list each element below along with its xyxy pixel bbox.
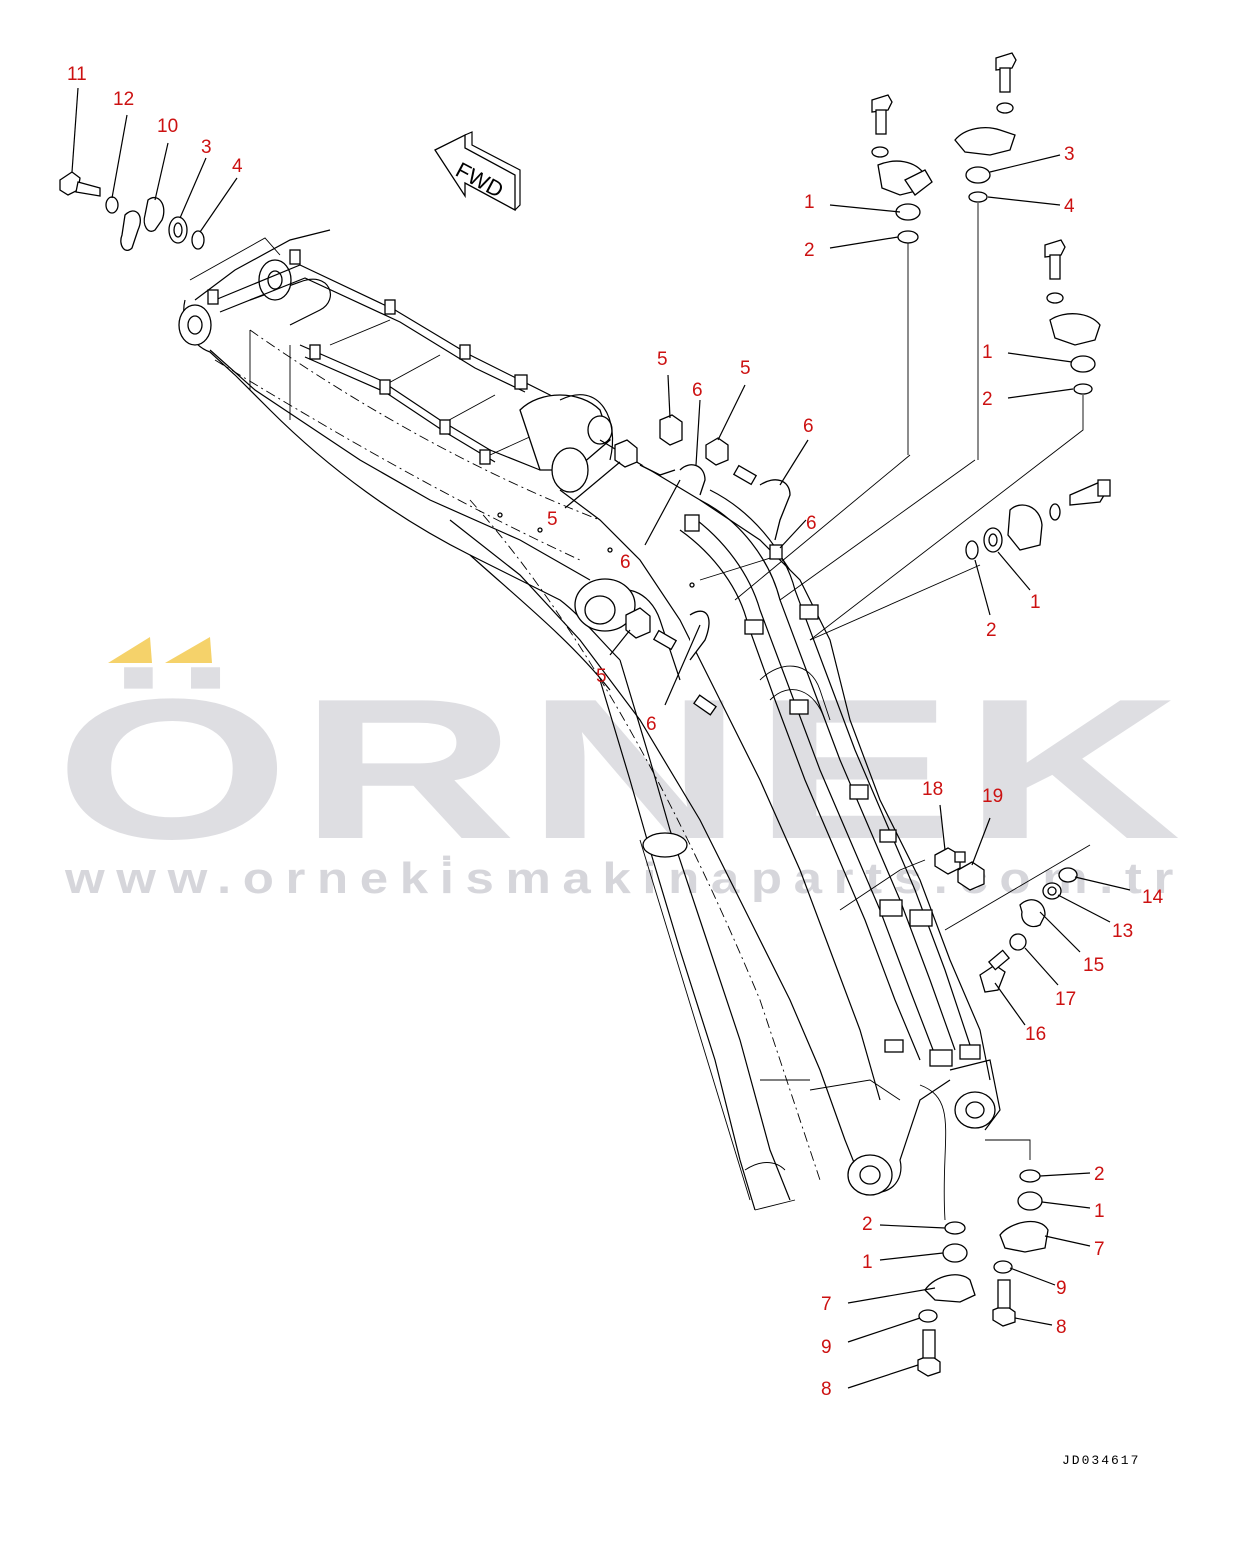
callout-2: 2 bbox=[862, 1214, 873, 1235]
callout-10: 10 bbox=[157, 116, 178, 137]
fwd-direction-arrow: FWD bbox=[434, 131, 521, 212]
cylinder-head bbox=[551, 447, 589, 493]
callout-6: 6 bbox=[646, 714, 657, 735]
callout-9: 9 bbox=[821, 1337, 832, 1358]
flange-ring-kit-c bbox=[1070, 355, 1096, 373]
elbow-part-6-a bbox=[679, 464, 706, 496]
callout-15: 15 bbox=[1083, 955, 1104, 976]
nut-part-5-b bbox=[705, 437, 729, 466]
callout-5: 5 bbox=[547, 509, 558, 530]
callout-9: 9 bbox=[1056, 1278, 1067, 1299]
callout-6: 6 bbox=[803, 416, 814, 437]
split-flange-part-10 bbox=[120, 210, 141, 251]
fitting-part-18 bbox=[934, 847, 961, 875]
drawing-id: JD034617 bbox=[1062, 1453, 1140, 1468]
split-flange-bottom-right bbox=[999, 1220, 1049, 1253]
flange-ring-bottom-left bbox=[942, 1243, 968, 1263]
watermark-accent-right bbox=[165, 637, 212, 663]
callout-1: 1 bbox=[1030, 592, 1041, 613]
flange-ring-bottom-right bbox=[1017, 1191, 1043, 1211]
watermark: ÖRNEK www.orneki̇smakinaparts.com.tr bbox=[55, 637, 1190, 903]
callout-18: 18 bbox=[922, 779, 943, 800]
callout-1: 1 bbox=[804, 192, 815, 213]
washer-part-12 bbox=[105, 196, 119, 214]
kit-bottom bbox=[917, 1169, 1049, 1377]
watermark-url: www.orneki̇smakinaparts.com.tr bbox=[64, 854, 1185, 903]
callout-16: 16 bbox=[1025, 1024, 1046, 1045]
watermark-brand: ÖRNEK bbox=[55, 658, 1190, 881]
callout-7: 7 bbox=[821, 1294, 832, 1315]
o-ring-bottom-left bbox=[944, 1221, 966, 1235]
nut-part-5-a bbox=[659, 414, 683, 446]
washer-bottom-right bbox=[993, 1260, 1013, 1274]
split-flange-bottom-left bbox=[924, 1274, 976, 1303]
boom-assembly bbox=[178, 229, 1091, 1221]
o-ring-part-14 bbox=[1058, 867, 1078, 883]
split-flange-part-15 bbox=[1019, 899, 1046, 928]
bolt-part-16 bbox=[979, 964, 1006, 993]
callout-6: 6 bbox=[806, 513, 817, 534]
callout-6: 6 bbox=[620, 552, 631, 573]
fitting-part-19 bbox=[957, 861, 985, 891]
callout-numbers: 11 12 10 3 4 1 2 3 4 1 2 5 6 5 6 6 5 6 5… bbox=[67, 64, 1164, 1400]
callout-5: 5 bbox=[596, 666, 607, 687]
watermark-accent-left bbox=[108, 637, 152, 663]
callout-8: 8 bbox=[821, 1379, 832, 1400]
washer-part-17 bbox=[1009, 933, 1027, 951]
o-ring-kit-b bbox=[968, 191, 988, 203]
callout-1: 1 bbox=[982, 342, 993, 363]
callout-6: 6 bbox=[692, 380, 703, 401]
callout-19: 19 bbox=[982, 786, 1003, 807]
kit-top-right bbox=[809, 52, 1111, 641]
o-ring-kit-a bbox=[897, 230, 919, 244]
callout-1: 1 bbox=[862, 1252, 873, 1273]
callout-3: 3 bbox=[1064, 144, 1075, 165]
washer-bottom-left bbox=[918, 1309, 938, 1323]
o-ring-kit-c bbox=[1073, 383, 1093, 395]
callout-2: 2 bbox=[986, 620, 997, 641]
callout-4: 4 bbox=[232, 156, 243, 177]
callout-11: 11 bbox=[67, 64, 87, 85]
elbow-part-6-b bbox=[759, 479, 791, 541]
elbow-part-6-d bbox=[689, 610, 710, 661]
o-ring-part-4 bbox=[191, 230, 205, 250]
elbow-part-6-c bbox=[639, 464, 676, 476]
callout-14: 14 bbox=[1142, 887, 1164, 908]
callout-17: 17 bbox=[1055, 989, 1076, 1010]
callout-2: 2 bbox=[982, 389, 993, 410]
callout-5: 5 bbox=[740, 358, 751, 379]
nut-part-5-d bbox=[625, 607, 651, 639]
callout-5: 5 bbox=[657, 349, 668, 370]
callout-13: 13 bbox=[1112, 921, 1133, 942]
flange-ring-kit-b bbox=[965, 166, 991, 184]
o-ring-bottom-right bbox=[1019, 1169, 1041, 1183]
callout-1: 1 bbox=[1094, 1201, 1105, 1222]
callout-12: 12 bbox=[113, 89, 134, 110]
callout-7: 7 bbox=[1094, 1239, 1105, 1260]
callout-4: 4 bbox=[1064, 196, 1075, 217]
leader-lines bbox=[71, 87, 1131, 1389]
kit-arm-end bbox=[59, 171, 281, 281]
o-ring-kit-d bbox=[965, 540, 979, 560]
callout-3: 3 bbox=[201, 137, 212, 158]
bolt-kit-a bbox=[871, 94, 893, 113]
callout-2: 2 bbox=[1094, 1164, 1105, 1185]
fittings-center bbox=[614, 414, 791, 716]
callout-8: 8 bbox=[1056, 1317, 1067, 1338]
callout-2: 2 bbox=[804, 240, 815, 261]
nut-part-5-c bbox=[614, 439, 638, 468]
kit-boom-right bbox=[934, 847, 1078, 993]
